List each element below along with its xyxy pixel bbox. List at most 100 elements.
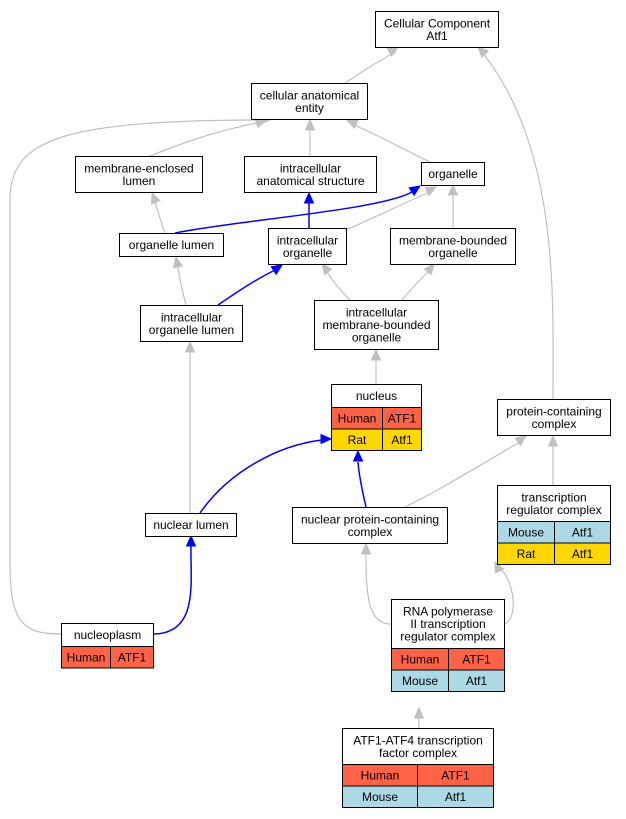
node-box [292,507,448,544]
node-box [268,228,347,265]
node-label: II transcription [410,617,485,631]
edge-io-to-organelle [345,190,433,231]
edge-rna-to-npcc [365,550,392,625]
gene-label: Atf1 [466,674,488,688]
edge-iol-to-ol-arrowhead [172,255,184,269]
edge-trc-to-pcc-arrowhead [547,434,559,447]
edge-mel-to-entity [149,121,263,157]
node-label: entity [295,101,324,115]
node-label: membrane-bounded [399,233,507,247]
node-nuclear-lumen[interactable]: nuclear lumen [145,513,237,537]
node-label: nucleus [356,389,397,403]
node-label: membrane-enclosed [84,161,193,175]
edge-imbo-to-mbo [401,269,431,301]
species-label: Human [401,653,440,667]
edge-ol-partof-organelle [174,191,413,234]
node-box [145,513,237,537]
gene-cell [448,669,505,692]
node-label: nuclear protein-containing [301,512,439,526]
node-box [314,300,439,350]
node-organelle-lumen[interactable]: organelle lumen [119,233,224,257]
node-label: intracellular [346,306,407,320]
node-box [375,11,499,48]
edge-pcc-to-cellular-component-arrowhead [477,46,490,59]
edge-atf-to-rna-arrowhead [413,706,425,719]
edge-npcc-to-pcc [404,441,521,508]
edge-ias-to-entity-arrowhead [304,118,316,131]
node-label: organelle [352,331,402,345]
node-label: regulator complex [400,630,495,644]
node-label: cellular anatomical [260,88,359,102]
edge-npcc-partof-nucleus [357,461,367,508]
node-box [391,599,505,649]
node-box [497,399,611,436]
edge-npcc-to-pcc-arrowhead [514,435,527,447]
edge-nucleoplasm-partof-nuclear-lumen [152,544,192,635]
edge-nuclear-lumen-to-iol-arrowhead [184,340,196,353]
edge-imbo-to-io [325,269,351,301]
node-label: Cellular Component [384,16,491,30]
edge-nuclear-lumen-partof-nucleus-arrowhead [320,433,333,445]
node-box [140,305,243,342]
node-box [251,83,368,120]
graph-edges [9,46,559,728]
edge-pcc-to-cellular-component [481,51,554,400]
species-label: Mouse [402,674,438,688]
species-label: Mouse [508,526,544,540]
edge-entity-to-cellular-component [344,51,397,84]
node-label: anatomical structure [256,174,364,188]
gene-label: ATF1 [462,653,491,667]
edge-imbo-to-io-arrowhead [321,263,333,276]
species-label: Human [361,769,400,783]
edge-imbo-to-mbo-arrowhead [423,263,435,276]
node-label: organelle [428,167,478,181]
node-label: organelle [428,246,478,260]
edge-nucleoplasm-to-entity [9,119,266,635]
species-label: Rat [517,547,536,561]
node-label: organelle lumen [129,238,214,252]
node-label: ATF1-ATF4 transcription [353,733,483,747]
node-label: regulator complex [506,503,601,517]
gene-label: Atf1 [445,790,467,804]
edge-ol-partof-organelle-arrowhead [408,185,422,197]
gene-label: Atf1 [391,433,413,447]
edge-nucleoplasm-partof-nuclear-lumen-arrowhead [185,534,197,547]
node-label: nucleoplasm [74,628,141,642]
edge-mbo-to-organelle-arrowhead [447,183,459,196]
gene-label: ATF1 [441,769,470,783]
node-label: complex [532,417,577,431]
node-label: intracellular [277,233,338,247]
node-box [75,156,203,193]
edge-ol-to-mel-arrowhead [151,191,161,205]
edge-rna-to-npcc-arrowhead [360,542,372,555]
edge-iol-to-ol [176,262,187,306]
species-label: Human [338,412,377,426]
edge-nucleus-to-imbo-arrowhead [370,348,382,361]
node-label: Atf1 [426,29,448,43]
gene-cell [554,542,611,565]
gene-label: ATF1 [118,651,147,665]
node-label: complex [348,525,393,539]
species-label: Rat [348,433,367,447]
node-box [244,156,377,193]
node-organelle[interactable]: organelle [421,162,485,186]
edge-npcc-partof-nucleus-arrowhead [352,449,364,462]
node-box [497,485,611,522]
